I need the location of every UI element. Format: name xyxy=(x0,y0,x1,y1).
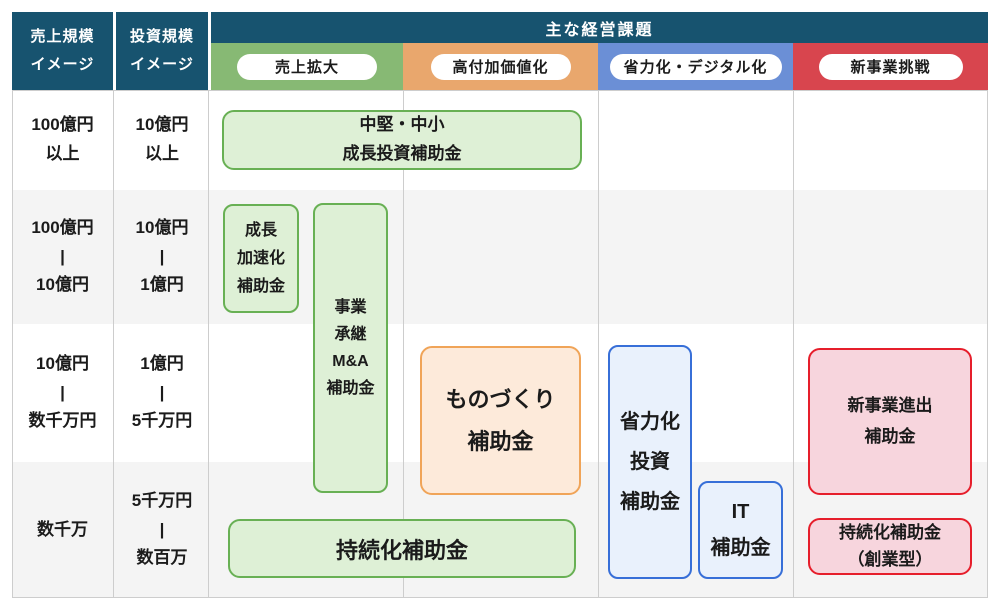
sales-range-row3: 10億円 | 数千万円 xyxy=(28,353,97,431)
category-band-high-added-value: 高付加価値化 xyxy=(403,43,598,90)
investment-range-row4: 5千万円 | 数百万 xyxy=(131,490,193,568)
category-pill-labor-saving-digital: 省力化・デジタル化 xyxy=(609,53,782,80)
investment-range-row1: 10億円 以上 xyxy=(135,115,189,163)
row-background-2 xyxy=(12,190,988,324)
subsidy-box-jizokuka-sogyo: 持続化補助金 （創業型） xyxy=(808,518,972,575)
grid-line xyxy=(403,90,404,598)
subsidy-box-seicho-kasokuka: 成長 加速化 補助金 xyxy=(223,204,299,313)
category-band-new-business: 新事業挑戦 xyxy=(793,43,988,90)
sales-range-row2: 100億円 | 10億円 xyxy=(31,217,94,295)
sales-range-row1: 100億円 以上 xyxy=(31,115,94,163)
investment-range-row3: 1億円 | 5千万円 xyxy=(131,353,193,431)
sales-scale-header: 売上規模 イメージ xyxy=(12,12,113,90)
investment-scale-header: 投資規模 イメージ xyxy=(116,12,208,90)
sales-range-row4: 数千万 xyxy=(37,519,88,539)
table-body-border xyxy=(12,90,988,598)
subsidy-box-jigyo-shokei-ma: 事業 承継 M&A 補助金 xyxy=(313,203,388,493)
investment-range-row2: 10億円 | 1億円 xyxy=(135,217,189,295)
grid-line xyxy=(208,90,209,598)
subsidy-box-monozukuri: ものづくり 補助金 xyxy=(420,346,581,495)
main-challenges-title: 主な経営課題 xyxy=(211,12,988,43)
subsidy-box-jizokuka: 持続化補助金 xyxy=(228,519,576,578)
category-band-sales-expansion: 売上拡大 xyxy=(211,43,403,90)
subsidy-box-shoryokuka-toshi: 省力化 投資 補助金 xyxy=(608,345,692,579)
subsidy-box-shinjigyo-shinshutsu: 新事業進出 補助金 xyxy=(808,348,972,495)
grid-line xyxy=(793,90,794,598)
subsidy-box-it-hojokin: IT 補助金 xyxy=(698,481,783,579)
category-pill-high-added-value: 高付加価値化 xyxy=(430,53,571,80)
grid-line xyxy=(598,90,599,598)
category-band-labor-saving-digital: 省力化・デジタル化 xyxy=(598,43,793,90)
subsidy-box-chuken-chusho-seicho-toshi: 中堅・中小 成長投資補助金 xyxy=(222,110,582,170)
grid-line xyxy=(113,90,114,598)
category-pill-new-business: 新事業挑戦 xyxy=(818,53,963,80)
category-pill-sales-expansion: 売上拡大 xyxy=(237,53,377,80)
